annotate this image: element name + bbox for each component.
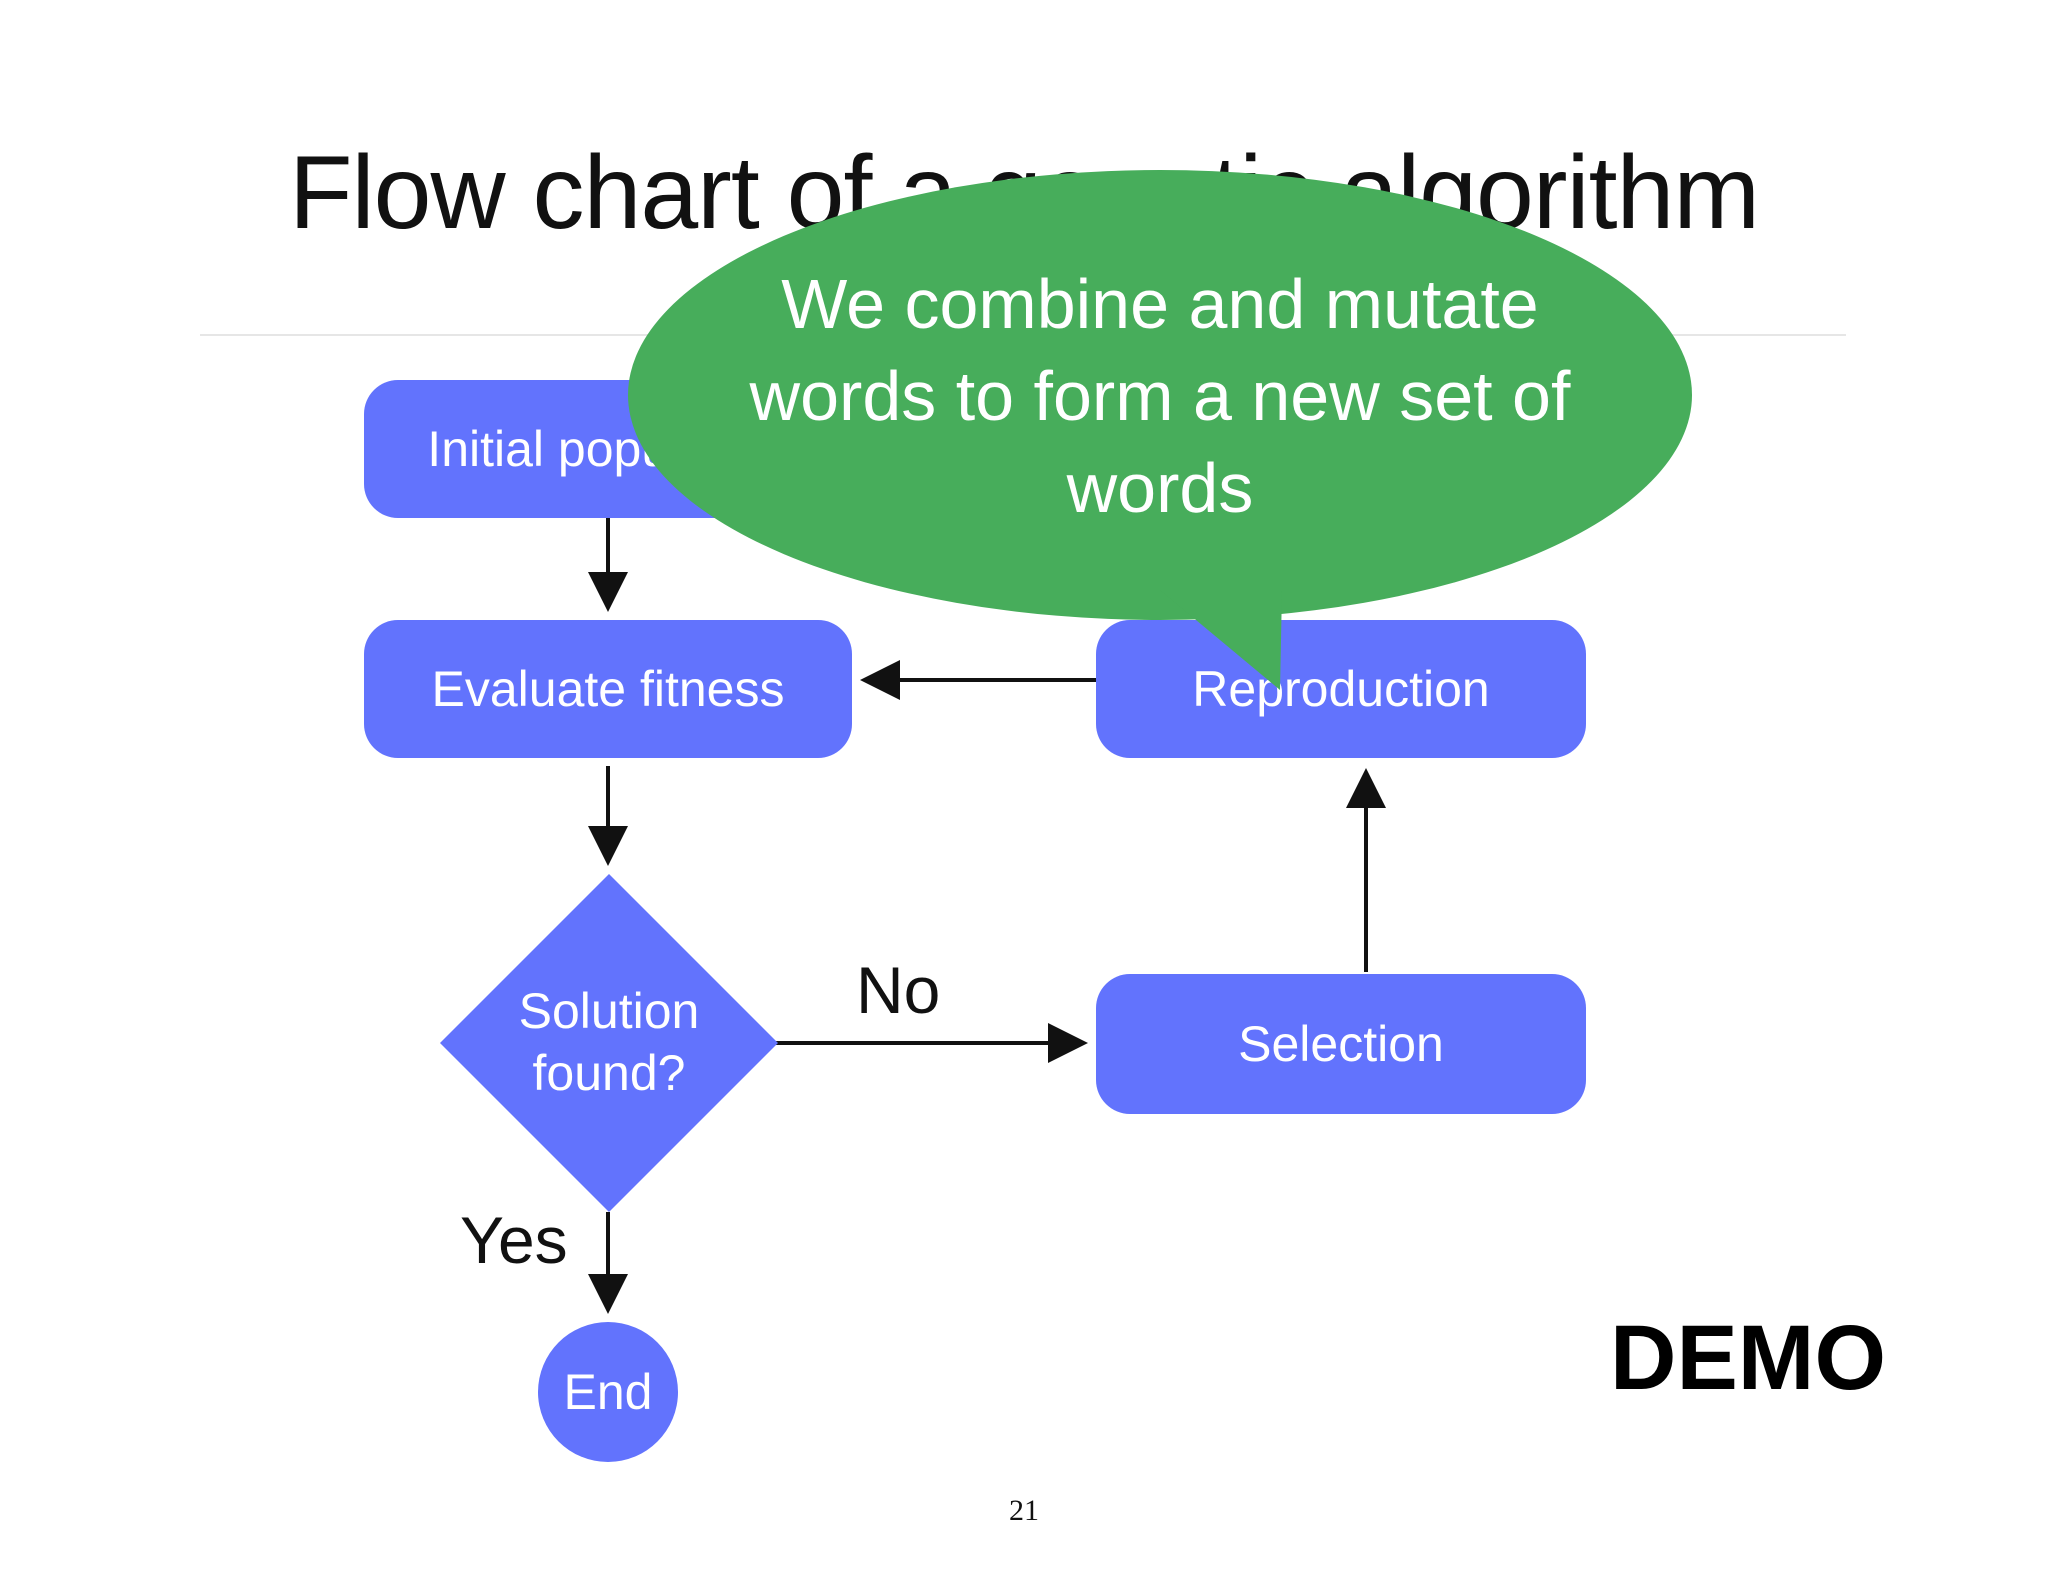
decision-label: Solution found?	[518, 983, 700, 1101]
decision-diamond	[440, 874, 778, 1212]
demo-label: DEMO	[1610, 1307, 1886, 1409]
edge-label-yes: Yes	[460, 1203, 568, 1277]
node-evaluate-fitness: Evaluate fitness	[364, 620, 852, 758]
speech-bubble-body	[628, 170, 1692, 620]
callout-text: We combine and mutate words to form a ne…	[749, 265, 1571, 527]
page-number: 21	[1009, 1494, 1039, 1527]
speech-bubble-tail	[1160, 590, 1282, 690]
node-reproduction: Reproduction	[1096, 620, 1586, 758]
node-end: End	[538, 1322, 678, 1462]
edge-label-no: No	[856, 953, 941, 1027]
node-selection: Selection	[1096, 974, 1586, 1114]
